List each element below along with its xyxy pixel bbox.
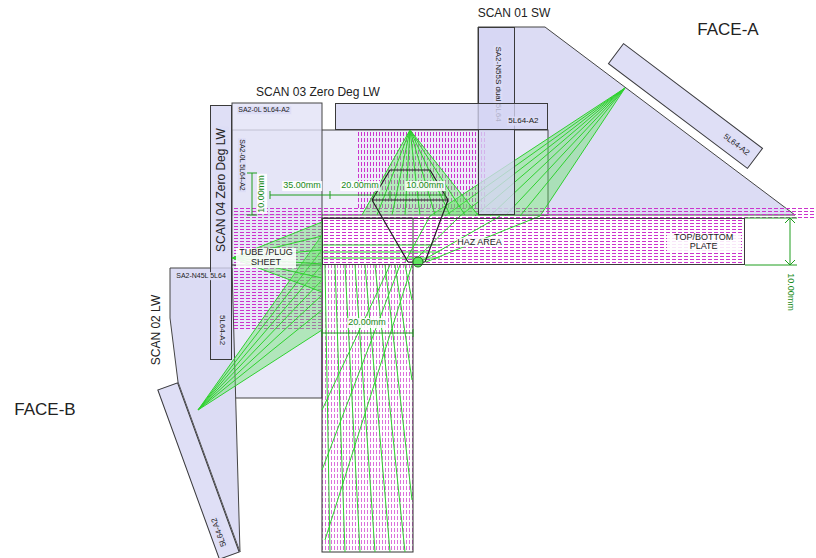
tube-sheet-plate — [322, 218, 413, 552]
probe-label: SA2-N45L 5L64 — [175, 272, 227, 280]
face-label: FACE-B — [13, 401, 76, 420]
dimension-lines — [247, 173, 797, 337]
scan03-rays — [362, 130, 478, 215]
probe-box: 5L64-A2 — [335, 103, 548, 130]
hatch-vertical-plate — [322, 265, 413, 552]
face-label: FACE-A — [696, 21, 759, 40]
scan-label: SCAN 01 SW — [477, 7, 552, 20]
scan04-beam — [232, 222, 322, 292]
scan-label: SCAN 03 Zero Deg LW — [255, 86, 381, 99]
dimension-label: 35.00mm — [282, 181, 322, 191]
node-text: 5L64-A2 — [209, 515, 228, 548]
probe-box: SCAN 04 Zero Deg LW 5L64-A2 — [210, 105, 232, 360]
scan03-beam — [362, 130, 478, 215]
probe-label: SA2-0L 5L64-A2 — [238, 138, 246, 192]
dimension-label: 10.00mm — [405, 181, 445, 191]
node-text: HAZ AREA — [456, 238, 503, 248]
dimension-label: 20.00mm — [340, 181, 380, 191]
node-text: 5L64-A2 — [218, 314, 227, 346]
tube-sheet-rays — [322, 265, 412, 552]
node-text: TOP/BOTTOM PLATE — [667, 233, 741, 253]
root-point — [413, 257, 423, 267]
weld-joint-outline — [372, 170, 448, 262]
node-text: 5L64-A2 — [720, 132, 751, 158]
part-label: TUBE /PLUG SHEET — [236, 248, 296, 268]
node-text: SCAN 04 Zero Deg LW — [215, 127, 228, 253]
plate-box: HAZ AREA TOP/BOTTOM PLATE — [322, 218, 745, 265]
probe-label: SA2-0L 5L64-A2 — [237, 106, 291, 114]
dimension-label: 10.00mm — [257, 174, 267, 214]
node-text: 5L64-A2 — [507, 116, 539, 125]
dimension-label: 20.00mm — [347, 318, 387, 328]
dimension-label: 10.00mm — [785, 272, 795, 312]
scan-label: SCAN 02 LW — [150, 294, 163, 366]
